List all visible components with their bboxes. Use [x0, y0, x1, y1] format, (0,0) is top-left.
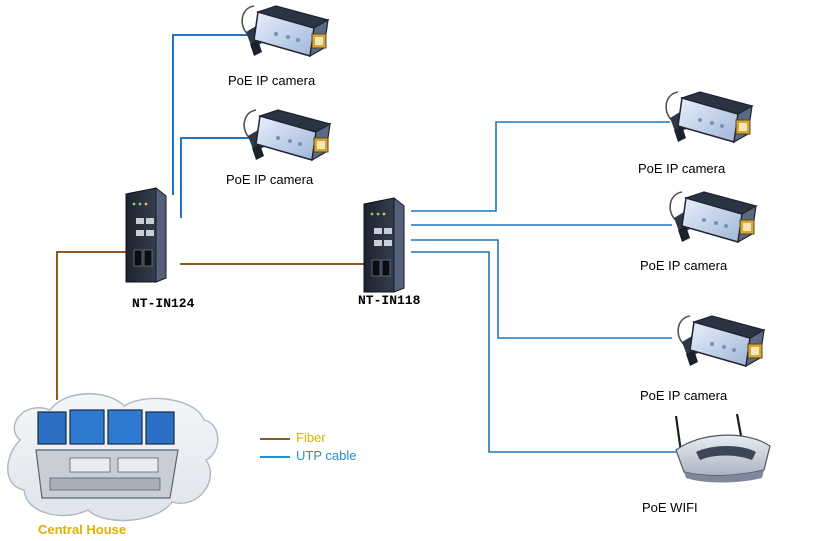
- camera-label-5: PoE IP camera: [640, 388, 728, 403]
- camera-icon-2: [243, 109, 331, 161]
- switch-nt-in124-icon: [125, 187, 167, 283]
- legend-fiber-label: Fiber: [296, 430, 326, 445]
- switch-nt-in124-label: NT-IN124: [132, 296, 195, 311]
- legend-utp-label: UTP cable: [296, 448, 357, 463]
- utp-link-camera-5: [411, 239, 672, 339]
- camera-icon-5: [677, 315, 765, 367]
- camera-label-1: PoE IP camera: [228, 73, 316, 88]
- utp-link-camera-3: [411, 121, 670, 212]
- wifi-label: PoE WIFI: [642, 500, 698, 515]
- utp-links: [172, 34, 676, 453]
- utp-link-camera-1: [172, 34, 248, 195]
- camera-label-4: PoE IP camera: [640, 258, 728, 273]
- utp-link-wifi: [411, 251, 676, 453]
- central-house-label: Central House: [38, 522, 127, 537]
- camera-label-2: PoE IP camera: [226, 172, 314, 187]
- switch-nt-in118-label: NT-IN118: [358, 293, 421, 308]
- switch-nt-in118-icon: [363, 197, 405, 293]
- camera-label-3: PoE IP camera: [638, 161, 726, 176]
- camera-icon-1: [241, 5, 329, 57]
- camera-icon-4: [669, 191, 757, 243]
- wifi-router-icon: [674, 413, 771, 483]
- utp-link-camera-2: [180, 137, 250, 218]
- legend: [260, 438, 290, 458]
- camera-icon-3: [665, 91, 753, 143]
- central-house-icon: [7, 393, 219, 522]
- fiber-links: [56, 251, 365, 400]
- fiber-link-house-to-nt-in124: [56, 251, 126, 400]
